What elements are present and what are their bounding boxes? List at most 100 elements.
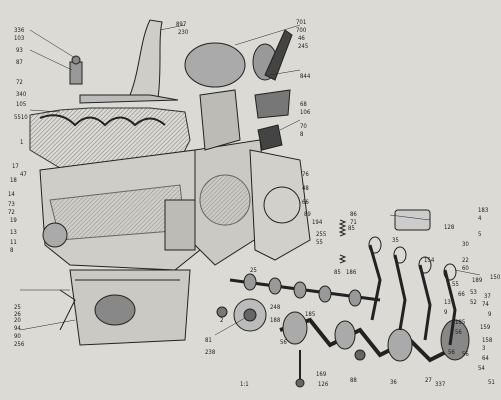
part-number-label: 94 [14, 325, 21, 332]
part-number-label: 89 [304, 211, 311, 218]
part-number-label: 56 [462, 351, 469, 358]
part-number-label: 701 [296, 19, 307, 26]
part-number-label: 70 [300, 123, 307, 130]
part-number-label: 844 [300, 73, 311, 80]
scale-caption: 1:1 [240, 381, 249, 388]
part-number-label: 194 [312, 219, 323, 226]
part-number-label: 48 [302, 185, 309, 192]
part-number-label: 56 [280, 339, 287, 346]
part-number-label: 22 [462, 257, 469, 264]
part-number-label: 185 [455, 319, 466, 326]
part-number-label: 9 [444, 309, 448, 316]
part-number-label: 55 [452, 281, 459, 288]
part-number-label: 53 [470, 289, 477, 296]
part-number-label: 340 [16, 91, 27, 98]
part-number-label: 56 [448, 349, 455, 356]
part-number-label: 88 [350, 377, 357, 384]
part-number-label: 337 [435, 381, 446, 388]
part-number-label: 13 [444, 299, 451, 306]
part-number-label: 54 [478, 365, 485, 372]
part-number-label: 76 [302, 171, 309, 178]
part-number-label: 46 [298, 35, 305, 42]
part-number-label: 106 [300, 109, 311, 116]
part-number-label: 56 [455, 329, 462, 336]
part-number-label: 35 [392, 237, 399, 244]
part-number-label: 68 [300, 101, 307, 108]
part-number-label: 248 [270, 304, 281, 311]
part-number-label: 8 [300, 131, 304, 138]
part-number-label: 51 [488, 379, 495, 386]
part-number-label: 103 [14, 35, 25, 42]
part-number-label: 11 [10, 239, 17, 246]
part-number-label: 87 [16, 59, 23, 66]
part-number-label: 85 [348, 225, 355, 232]
part-number-label: 71 [350, 219, 357, 226]
timing-case [249, 149, 311, 261]
part-number-label: 336 [14, 27, 25, 34]
part-number-label: 150 [490, 274, 501, 281]
dynamo [184, 42, 246, 88]
part-number-label: 66 [458, 291, 465, 298]
part-number-label: 37 [484, 293, 491, 300]
part-number-label: 188 [270, 317, 281, 324]
part-number-label: 60 [462, 265, 469, 272]
part-number-label: 17 [12, 163, 19, 170]
part-number-label: 3 [482, 345, 486, 352]
part-number-label: 5510 [14, 114, 28, 121]
part-number-label: 66 [302, 199, 309, 206]
part-number-label: 25 [14, 304, 21, 311]
part-number-label: 230 [178, 29, 189, 36]
part-number-label: 81 [205, 337, 212, 344]
part-number-label: 93 [16, 47, 23, 54]
part-number-label: 47 [20, 171, 27, 178]
part-number-label: 126 [318, 381, 329, 388]
part-number-label: 4 [478, 215, 482, 222]
cylinder-head [29, 107, 191, 169]
intake-pipe [129, 19, 163, 99]
part-number-label: 2 [220, 317, 224, 324]
part-number-label: 128 [444, 224, 455, 231]
part-number-label: 245 [298, 43, 309, 50]
part-number-label: 158 [482, 337, 493, 344]
part-number-label: 25 [250, 267, 257, 274]
part-number-label: 8 [10, 247, 14, 254]
part-number-label: 36 [390, 379, 397, 386]
part-number-label: 183 [478, 207, 489, 214]
part-number-label: 13 [10, 229, 17, 236]
part-number-label: 72 [8, 209, 15, 216]
part-number-label: 5 [478, 231, 482, 238]
part-number-label: 897 [176, 21, 187, 28]
part-number-label: 27 [425, 377, 432, 384]
part-number-label: 20 [14, 317, 21, 324]
part-number-label: 255 [316, 231, 327, 238]
part-number-label: 159 [480, 324, 491, 331]
part-number-label: 18 [10, 177, 17, 184]
fan-blade [264, 29, 293, 81]
part-number-label: 169 [316, 371, 327, 378]
part-number-label: 185 [305, 311, 316, 318]
part-number-label: 1 [20, 139, 24, 146]
crankshaft [279, 317, 461, 363]
part-number-label: 186 [346, 269, 357, 276]
part-number-label: 26 [14, 311, 21, 318]
part-number-label: 73 [8, 201, 15, 208]
part-number-label: 52 [470, 299, 477, 306]
part-number-label: 55 [316, 239, 323, 246]
part-number-label: 74 [482, 301, 489, 308]
part-number-label: 86 [350, 211, 357, 218]
part-number-label: 9 [488, 311, 492, 318]
part-number-label: 256 [14, 341, 25, 348]
part-number-label: 105 [16, 101, 27, 108]
part-number-label: 700 [296, 27, 307, 34]
part-number-label: 14 [8, 191, 15, 198]
part-number-label: 85 [334, 269, 341, 276]
part-number-label: 30 [462, 241, 469, 248]
part-number-label: 238 [205, 349, 216, 356]
part-number-label: 90 [14, 333, 21, 340]
part-number-label: 64 [482, 355, 489, 362]
part-number-label: 19 [10, 217, 17, 224]
part-number-label: 154 [424, 257, 435, 264]
part-number-label: 189 [472, 277, 483, 284]
